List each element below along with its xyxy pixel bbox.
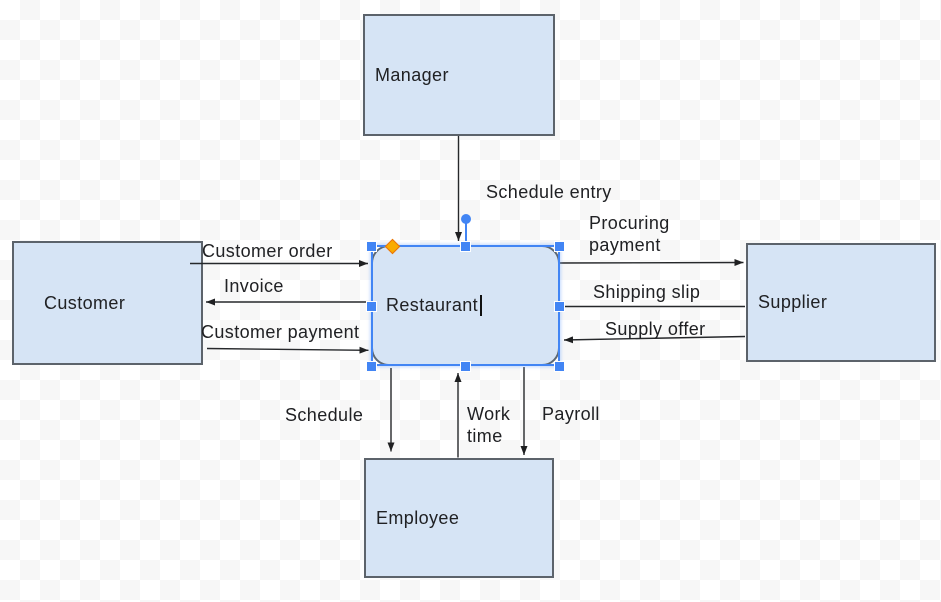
text-caret bbox=[480, 295, 483, 316]
selection-handle-bottom-right[interactable] bbox=[555, 362, 564, 371]
selection-handle-top-left[interactable] bbox=[367, 241, 376, 251]
edge-label-schedule[interactable]: Schedule bbox=[285, 405, 364, 425]
rotation-handle[interactable] bbox=[461, 214, 471, 224]
node-supplier[interactable]: Supplier bbox=[746, 243, 936, 362]
edge-supply-offer[interactable] bbox=[563, 335, 746, 344]
node-customer[interactable]: Customer bbox=[12, 241, 203, 365]
edge-label-payroll[interactable]: Payroll bbox=[542, 404, 600, 424]
node-customer-label: Customer bbox=[44, 292, 126, 313]
edge-label-work-time[interactable]: Work time bbox=[467, 404, 511, 446]
node-manager-label: Manager bbox=[375, 64, 449, 85]
selection-handle-top-middle[interactable] bbox=[461, 241, 470, 251]
selection-handle-bottom-left[interactable] bbox=[367, 362, 376, 371]
rotation-handle-stem bbox=[465, 223, 467, 243]
selection-handle-middle-left[interactable] bbox=[367, 302, 376, 311]
edge-label-customer-order[interactable]: Customer order bbox=[202, 241, 333, 261]
node-employee[interactable]: Employee bbox=[364, 458, 554, 578]
edge-procuring-payment[interactable] bbox=[558, 259, 744, 267]
edge-label-procuring-payment[interactable]: Procuring payment bbox=[589, 213, 670, 255]
edge-label-invoice[interactable]: Invoice bbox=[224, 276, 284, 296]
selection-handle-bottom-middle[interactable] bbox=[461, 362, 470, 371]
edge-label-customer-payment[interactable]: Customer payment bbox=[201, 322, 360, 342]
edge-label-supply-offer[interactable]: Supply offer bbox=[605, 319, 706, 339]
edge-customer-payment[interactable] bbox=[206, 346, 369, 354]
selection-handle-top-right[interactable] bbox=[555, 241, 564, 251]
edge-label-schedule-entry[interactable]: Schedule entry bbox=[486, 182, 612, 202]
node-restaurant-label[interactable]: Restaurant bbox=[386, 295, 479, 315]
node-supplier-label: Supplier bbox=[758, 292, 828, 312]
node-restaurant[interactable]: Restaurant bbox=[371, 245, 560, 366]
selection-handle-middle-right[interactable] bbox=[555, 302, 564, 311]
edge-label-shipping-slip[interactable]: Shipping slip bbox=[593, 282, 701, 302]
node-employee-label: Employee bbox=[376, 507, 460, 528]
node-manager[interactable]: Manager bbox=[363, 14, 555, 136]
